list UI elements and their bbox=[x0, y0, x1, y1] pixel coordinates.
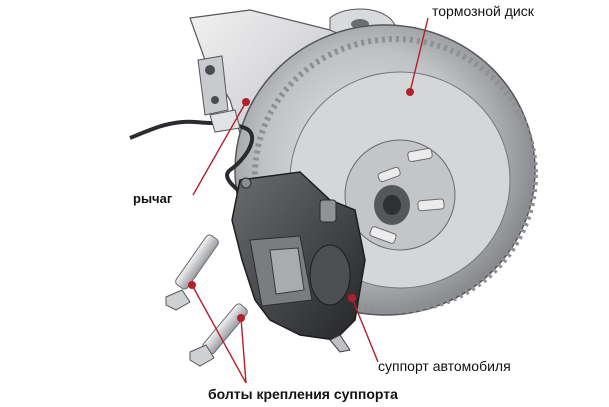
wheel-studs bbox=[369, 147, 445, 244]
caliper-bolt-upper bbox=[165, 234, 219, 311]
leader-lines bbox=[191, 17, 429, 384]
brake-caliper bbox=[231, 171, 366, 353]
label-lever: рычаг bbox=[133, 191, 173, 206]
label-caliper: суппорт автомобиля bbox=[378, 358, 511, 374]
caliper-bolt-lower bbox=[189, 303, 248, 367]
brake-hose bbox=[129, 119, 254, 202]
callout-markers bbox=[188, 88, 414, 322]
label-brake-disc: тормозной диск bbox=[432, 3, 534, 19]
label-caliper-bolts: болты крепления суппорта bbox=[208, 386, 398, 402]
